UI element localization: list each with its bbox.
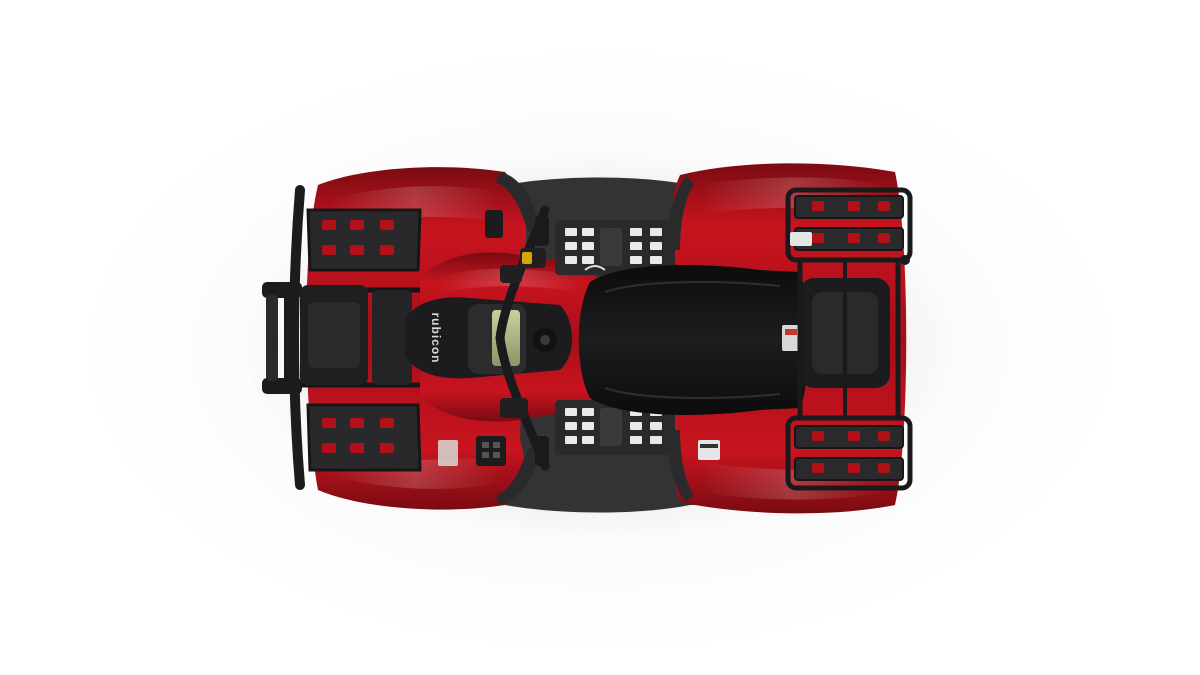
rear-decal <box>698 440 720 460</box>
seat <box>578 265 809 415</box>
front-cargo-rack <box>300 208 422 472</box>
front-vent <box>485 210 503 238</box>
warning-label <box>782 325 800 351</box>
handlebar <box>495 205 550 471</box>
front-bumper <box>262 185 305 490</box>
throttle-switch-icon <box>522 252 532 264</box>
rear-cargo-rack <box>785 187 913 491</box>
footboards <box>555 220 675 455</box>
left-grip <box>535 436 549 466</box>
right-grip <box>535 216 549 246</box>
front-decal <box>438 440 458 466</box>
brand-label: rubicon <box>429 313 443 364</box>
front-switch-panel <box>476 436 506 466</box>
rear-label-top <box>790 232 812 246</box>
